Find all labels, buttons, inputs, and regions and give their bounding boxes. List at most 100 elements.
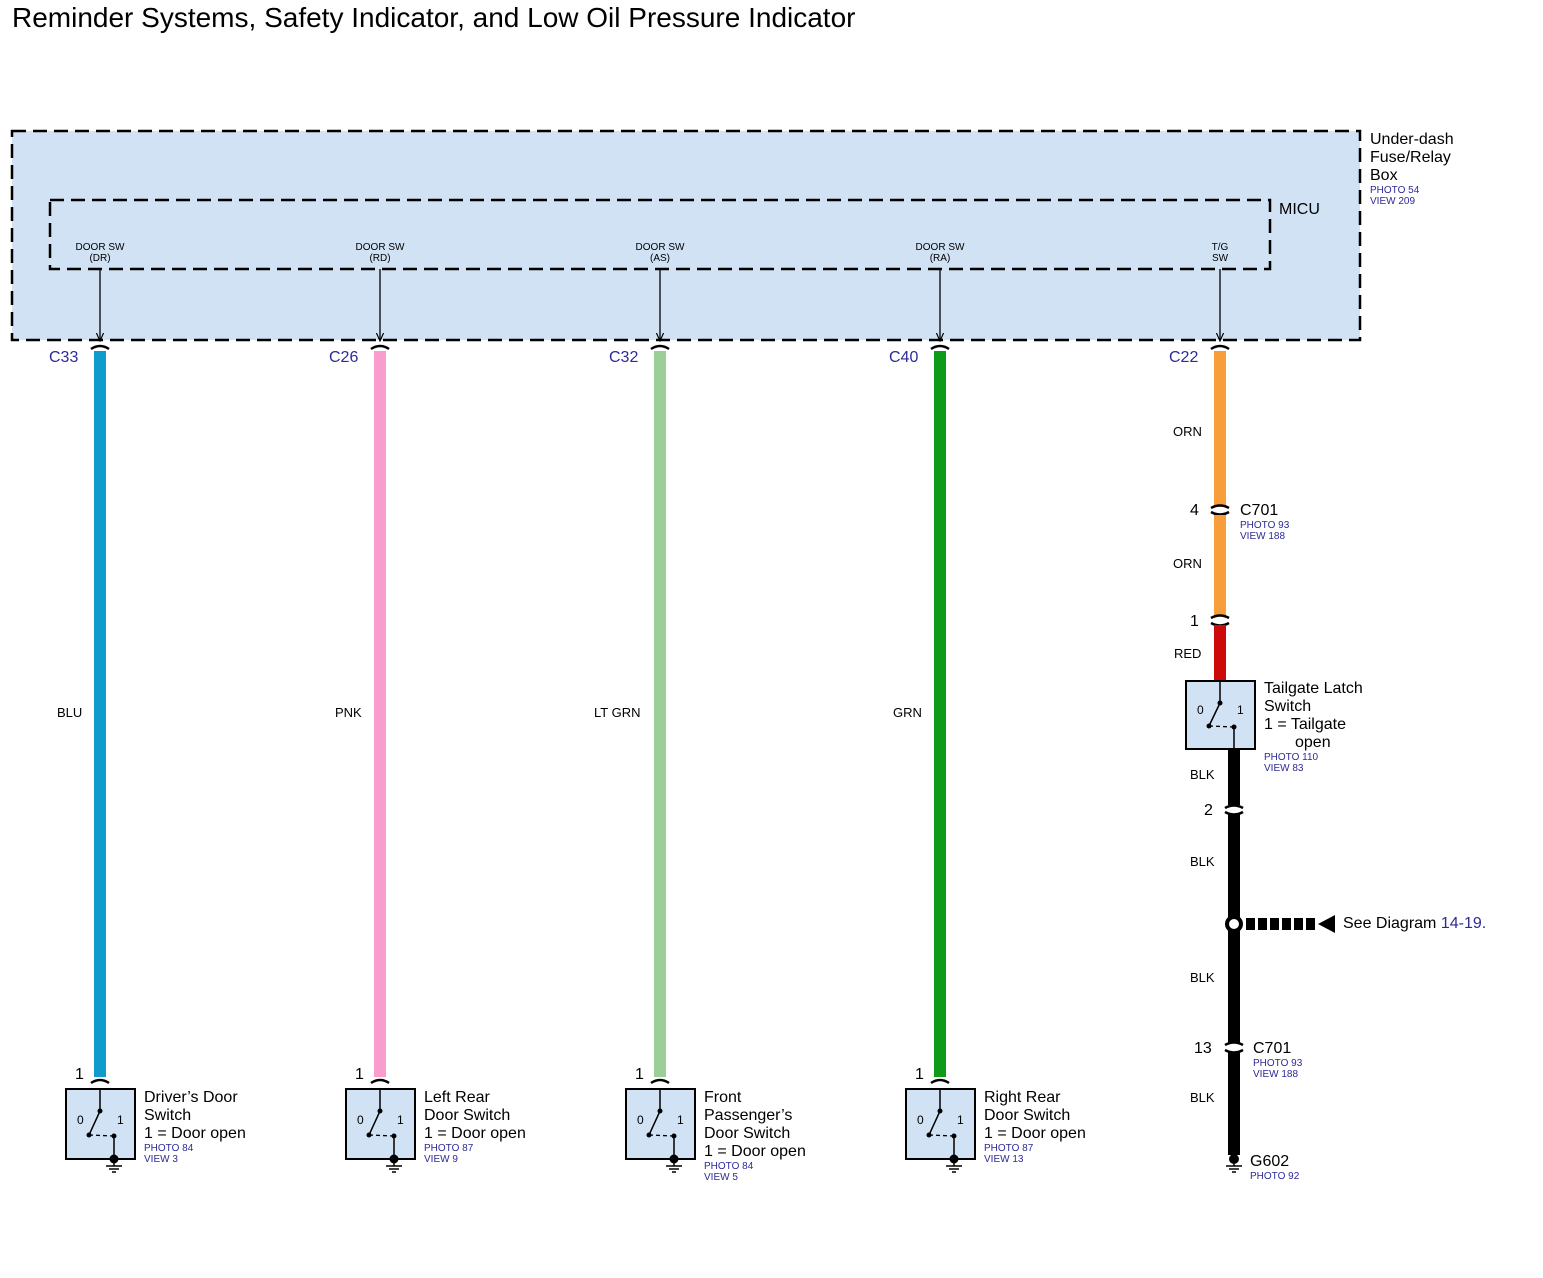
left-rear-door-switch-pos0: 0 bbox=[357, 1113, 364, 1127]
wire-label-blk-1: BLK bbox=[1190, 767, 1215, 782]
connector-c701a-label: C701 bbox=[1240, 502, 1278, 519]
front-passenger-door-switch-ground-dot bbox=[669, 1154, 679, 1164]
tailgate-latch-switch-name-line1: Tailgate Latch bbox=[1264, 680, 1363, 697]
see-diagram-link[interactable]: 14-19 bbox=[1441, 915, 1482, 932]
drivers-door-switch-connector bbox=[90, 1078, 110, 1085]
right-rear-door-switch: 1 0 1 Right Rear Door Switch 1 = Door op… bbox=[905, 1066, 1086, 1173]
connector-c701b-top bbox=[1224, 1041, 1244, 1047]
connector-c701a-bottom bbox=[1210, 510, 1230, 516]
left-rear-door-switch-view-ref: VIEW 9 bbox=[424, 1154, 458, 1165]
drivers-door-switch-name-line3: 1 = Door open bbox=[144, 1125, 246, 1142]
see-diagram-suffix: . bbox=[1482, 915, 1486, 932]
fuse-box-photo-ref: PHOTO 54 bbox=[1370, 185, 1420, 196]
drivers-door-switch-pos0: 0 bbox=[77, 1113, 84, 1127]
ground-g602-photo-ref: PHOTO 92 bbox=[1250, 1171, 1300, 1182]
terminal-rd-line1: DOOR SW bbox=[356, 242, 405, 253]
front-passenger-door-switch-node-b bbox=[646, 1132, 652, 1138]
micu-label: MICU bbox=[1279, 201, 1320, 218]
terminal-as: DOOR SW (AS) C32 bbox=[609, 242, 685, 366]
left-rear-door-switch-pos1: 1 bbox=[397, 1113, 404, 1127]
tailgate-latch-switch-name-line3: 1 = Tailgate bbox=[1264, 716, 1346, 733]
see-diagram-note: See Diagram 14-19. bbox=[1343, 915, 1486, 932]
right-rear-door-switch-name-line2: Door Switch bbox=[984, 1107, 1070, 1124]
drivers-door-switch-view-ref: VIEW 3 bbox=[144, 1154, 178, 1165]
see-diagram-arrow-icon bbox=[1318, 915, 1335, 933]
tailgate-switch-output-top bbox=[1224, 804, 1244, 810]
connector-c701a-photo-ref: PHOTO 93 bbox=[1240, 520, 1290, 531]
drivers-door-switch-ground-dot bbox=[109, 1154, 119, 1164]
front-passenger-door-switch-connector bbox=[650, 1078, 670, 1085]
drivers-door-switch: 1 0 1 Driver’s Door Switch 1 = Door open… bbox=[65, 1066, 246, 1173]
front-passenger-door-switch-pos0: 0 bbox=[637, 1113, 644, 1127]
front-passenger-door-switch-node-c bbox=[671, 1133, 677, 1139]
front-passenger-door-switch-photo-ref: PHOTO 84 bbox=[704, 1161, 754, 1172]
left-rear-door-switch-blade bbox=[368, 1110, 381, 1136]
wire-label-pnk: PNK bbox=[335, 705, 362, 720]
connector-c33-label: C33 bbox=[49, 349, 78, 366]
terminal-rd-line2: (RD) bbox=[369, 253, 390, 264]
left-rear-door-switch-name-line2: Door Switch bbox=[424, 1107, 510, 1124]
tailgate-latch-switch-pos0: 0 bbox=[1197, 703, 1204, 717]
front-passenger-door-switch-name-line2: Passenger’s bbox=[704, 1107, 792, 1124]
left-rear-door-switch-ground-dot bbox=[389, 1154, 399, 1164]
front-passenger-door-switch-name-line3: Door Switch bbox=[704, 1125, 790, 1142]
terminal-tg: T/G SW C22 bbox=[1169, 242, 1230, 366]
drivers-door-switch-node-b bbox=[86, 1132, 92, 1138]
left-rear-door-switch-node-c bbox=[391, 1133, 397, 1139]
drivers-door-switch-pos1: 1 bbox=[117, 1113, 124, 1127]
wire-label-orn-mid: ORN bbox=[1173, 556, 1202, 571]
tailgate-latch-switch-pos1: 1 bbox=[1237, 703, 1244, 717]
tailgate-latch-switch-photo-ref: PHOTO 110 bbox=[1264, 752, 1319, 763]
drivers-door-switch-node-a bbox=[97, 1108, 103, 1114]
right-rear-door-switch-node-a bbox=[937, 1108, 943, 1114]
connector-c40-label: C40 bbox=[889, 349, 918, 366]
left-rear-door-switch-name-line1: Left Rear bbox=[424, 1089, 490, 1106]
drivers-door-switch-pin: 1 bbox=[75, 1066, 84, 1083]
left-rear-door-switch-name-line3: 1 = Door open bbox=[424, 1125, 526, 1142]
connector-c701a-top bbox=[1210, 504, 1230, 510]
connector-c32-label: C32 bbox=[609, 349, 638, 366]
fuse-box-label-line1: Under-dash bbox=[1370, 131, 1454, 148]
right-rear-door-switch-node-c bbox=[951, 1133, 957, 1139]
connector-c701b-pin: 13 bbox=[1194, 1040, 1212, 1057]
tailgate-latch-switch-name-line4: open bbox=[1295, 734, 1331, 751]
wire-label-red: RED bbox=[1174, 646, 1201, 661]
left-rear-door-switch-pin: 1 bbox=[355, 1066, 364, 1083]
right-rear-door-switch-name-line1: Right Rear bbox=[984, 1089, 1061, 1106]
terminal-tg-line1: T/G bbox=[1212, 242, 1229, 253]
terminal-ra-line2: (RA) bbox=[930, 253, 951, 264]
terminal-as-line1: DOOR SW bbox=[636, 242, 685, 253]
drivers-door-switch-name-line1: Driver’s Door bbox=[144, 1089, 238, 1106]
tailgate-latch-switch-view-ref: VIEW 83 bbox=[1264, 763, 1304, 774]
tailgate-latch-switch-blade bbox=[1208, 702, 1221, 727]
wire-label-lt-grn: LT GRN bbox=[594, 705, 640, 720]
splice-point bbox=[1225, 915, 1243, 933]
terminal-ra-line1: DOOR SW bbox=[916, 242, 965, 253]
connector-c32-bracket bbox=[650, 344, 670, 351]
right-rear-door-switch-view-ref: VIEW 13 bbox=[984, 1154, 1024, 1165]
tailgate-switch-input-pin: 1 bbox=[1190, 613, 1199, 630]
connector-c701a-pin: 4 bbox=[1190, 502, 1199, 519]
right-rear-door-switch-blade bbox=[928, 1110, 941, 1136]
wire-label-blk-4: BLK bbox=[1190, 1090, 1215, 1105]
connector-c33-bracket bbox=[90, 344, 110, 351]
terminal-as-line2: (AS) bbox=[650, 253, 670, 264]
tailgate-circuit: ORN 4 C701 PHOTO 93 VIEW 188 ORN 1 RED 0… bbox=[1173, 351, 1486, 1182]
connector-c701b-photo-ref: PHOTO 93 bbox=[1253, 1058, 1303, 1069]
front-passenger-door-switch-pin: 1 bbox=[635, 1066, 644, 1083]
see-diagram-prefix: See Diagram bbox=[1343, 915, 1441, 932]
wire-label-blk-2: BLK bbox=[1190, 854, 1215, 869]
right-rear-door-switch-photo-ref: PHOTO 87 bbox=[984, 1143, 1034, 1154]
front-passenger-door-switch: 1 0 1 Front Passenger’s Door Switch 1 = … bbox=[625, 1066, 806, 1183]
right-rear-door-switch-ground-dot bbox=[949, 1154, 959, 1164]
connector-c26-bracket bbox=[370, 344, 390, 351]
terminal-rd: DOOR SW (RD) C26 bbox=[329, 242, 405, 366]
fuse-box-label-line3: Box bbox=[1370, 167, 1398, 184]
right-rear-door-switch-pin: 1 bbox=[915, 1066, 924, 1083]
tailgate-latch-switch-node-c bbox=[1231, 724, 1237, 730]
right-rear-door-switch-pos1: 1 bbox=[957, 1113, 964, 1127]
tailgate-latch-switch-node-a bbox=[1217, 700, 1223, 706]
drivers-door-switch-photo-ref: PHOTO 84 bbox=[144, 1143, 194, 1154]
tailgate-latch-switch-name-line2: Switch bbox=[1264, 698, 1311, 715]
left-rear-door-switch: 1 0 1 Left Rear Door Switch 1 = Door ope… bbox=[345, 1066, 526, 1173]
